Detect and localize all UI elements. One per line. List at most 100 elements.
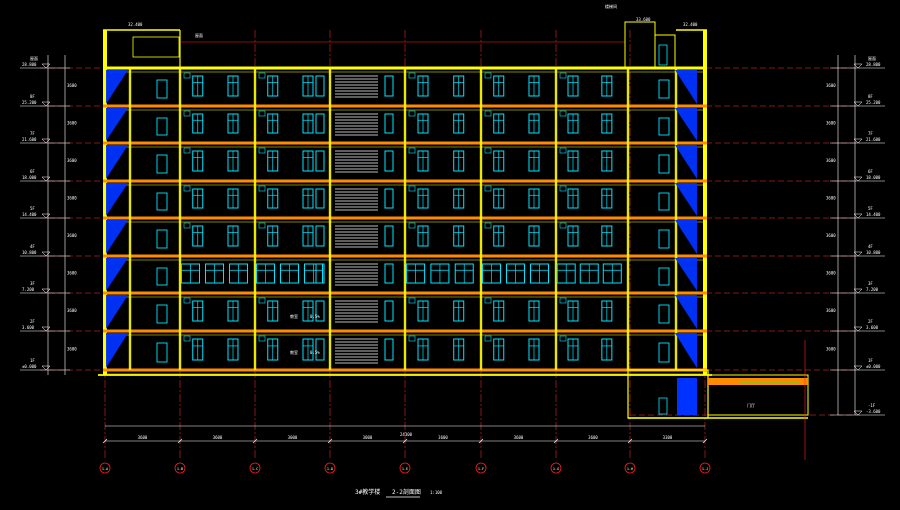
basement-window <box>658 397 668 415</box>
axis-bubble <box>624 462 636 474</box>
stair-flight-right-6 <box>675 295 697 329</box>
right-level-value: 3.600 <box>866 325 879 330</box>
axis-bubble-label: 1-B <box>177 467 183 471</box>
annex-roof <box>708 378 808 385</box>
room-tag-a: 教室 <box>290 313 298 319</box>
window-c2-2 <box>384 150 394 172</box>
right-level-label: 5F <box>868 206 873 211</box>
right-level-label: 7F <box>868 131 873 136</box>
right-level-label: 2F <box>868 319 873 324</box>
right-level-marker <box>853 101 863 107</box>
right-storey-height: 3600 <box>826 121 836 126</box>
left-level-label: 5F <box>30 206 35 211</box>
left-level-marker <box>41 213 51 219</box>
vent-2-4 <box>559 147 567 154</box>
bottom-tick <box>478 438 484 444</box>
left-tower-box <box>132 36 180 58</box>
stair-flight-right-0 <box>675 70 697 104</box>
right-level-value: 10.800 <box>866 250 881 255</box>
drawing-title-section: 2-2剖面图 <box>392 488 421 496</box>
right-level-value: 18.000 <box>866 175 881 180</box>
axis-bubble <box>550 462 562 474</box>
stair-flight-left-2 <box>106 145 128 179</box>
tower-label: 楼梯间 <box>605 3 617 9</box>
door-left-2 <box>156 154 168 174</box>
left-level-label: 屋面 <box>30 55 38 61</box>
left-level-value: 18.000 <box>22 175 37 180</box>
left-storey-height: 3600 <box>67 83 77 88</box>
stair-flight-right-7 <box>675 333 697 368</box>
door-left-5 <box>156 267 168 286</box>
stair-sections <box>106 70 697 415</box>
stair-flight-right-3 <box>675 183 697 216</box>
right-level-label: -1F <box>868 403 876 408</box>
annex-box <box>707 374 809 416</box>
bottom-tick <box>402 438 408 444</box>
axis-bubble <box>699 462 711 474</box>
window-c2-0 <box>384 75 394 97</box>
vent-3-1 <box>258 185 266 192</box>
vent-7-1 <box>258 335 266 342</box>
bay-width-label: 3600 <box>213 435 223 440</box>
right-level-marker <box>853 365 863 371</box>
vent-7-4 <box>559 335 567 342</box>
door-right-0 <box>658 79 670 99</box>
right-level-value: -3.600 <box>866 409 881 414</box>
window-c1-2 <box>315 150 325 172</box>
right-level-marker <box>853 326 863 332</box>
drawing-title-main: 3#教学楼 <box>355 488 380 496</box>
vent-2-2 <box>408 147 416 154</box>
vent-1-4 <box>559 110 567 117</box>
bay-width-label: 3600 <box>438 435 448 440</box>
window-c1-7 <box>315 338 325 361</box>
door-right-6 <box>658 304 670 324</box>
right-level-label: 6F <box>868 169 873 174</box>
window-c1-5 <box>315 263 325 284</box>
parapet-left-elevation: 32.400 <box>128 22 143 27</box>
axis-bubble-label: 1-H <box>627 467 633 471</box>
window-c2-7 <box>384 338 394 361</box>
slope-mark-a: 0.5% <box>310 314 320 319</box>
bay-width-label: 3600 <box>514 435 524 440</box>
vent-0-4 <box>559 72 567 79</box>
right-storey-height: 3600 <box>826 233 836 238</box>
stair-flight-left-4 <box>106 220 128 254</box>
door-right-7 <box>658 342 670 363</box>
bay-width-label: 3600 <box>588 435 598 440</box>
vent-6-0 <box>183 297 191 304</box>
vent-4-4 <box>559 222 567 229</box>
door-right-5 <box>658 267 670 286</box>
axis-bubble <box>249 462 261 474</box>
left-level-value: 28.800 <box>22 62 37 67</box>
vent-1-0 <box>183 110 191 117</box>
right-level-marker <box>853 288 863 294</box>
right-level-marker <box>853 251 863 257</box>
left-storey-height: 3600 <box>67 271 77 276</box>
vent-3-2 <box>408 185 416 192</box>
vent-4-0 <box>183 222 191 229</box>
vent-2-0 <box>183 147 191 154</box>
left-elevation-dimensions: 屋面28.8008F25.2007F21.6006F18.0005F14.400… <box>20 55 77 375</box>
stair-flight-left-3 <box>106 183 128 216</box>
door-right-2 <box>658 154 670 174</box>
right-parapet-elevation: 32.400 <box>683 22 698 27</box>
annex-label: 门厅 <box>747 402 755 408</box>
left-level-value: 7.200 <box>22 287 35 292</box>
vent-3-3 <box>484 185 492 192</box>
left-level-label: 8F <box>30 94 35 99</box>
window-c2-1 <box>384 113 394 134</box>
bottom-tick <box>627 438 633 444</box>
column-2 <box>253 68 257 370</box>
tower-top-elevation: 33.600 <box>636 17 651 22</box>
left-level-marker <box>41 288 51 294</box>
left-storey-height: 3600 <box>67 347 77 352</box>
left-storey-height: 3600 <box>67 158 77 163</box>
door-left-1 <box>156 117 168 136</box>
left-level-marker <box>41 138 51 144</box>
left-level-value: 3.600 <box>22 325 35 330</box>
right-level-marker <box>853 63 863 69</box>
vent-1-2 <box>408 110 416 117</box>
